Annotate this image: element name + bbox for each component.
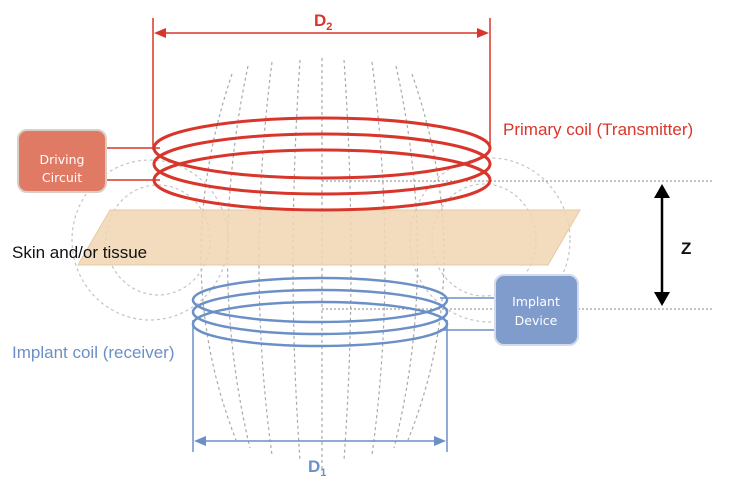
primary-coil-turn	[152, 148, 492, 212]
dimension-d1-label: D1	[308, 457, 326, 479]
field-line	[200, 73, 237, 441]
primary-coil-turn	[152, 132, 492, 196]
field-line	[343, 59, 352, 461]
driving-circuit-box	[17, 129, 107, 193]
field-line	[407, 73, 445, 441]
driving-circuit-line1: Driving	[40, 152, 85, 167]
primary-coil	[152, 116, 492, 212]
tissue-layer	[77, 209, 581, 266]
primary-coil-turn	[152, 116, 492, 180]
implant-coil-label: Implant coil (receiver)	[12, 343, 175, 362]
implant-device-line1: Implant	[512, 294, 560, 309]
implant-leads	[440, 297, 497, 331]
implant-device-box	[494, 274, 579, 346]
implant-coil-turn	[191, 300, 449, 348]
distance-arrow	[654, 184, 670, 306]
driving-circuit-line2: Circuit	[42, 170, 82, 185]
driving-leads	[104, 147, 160, 181]
implant-coil-turn	[191, 276, 449, 324]
implant-coil	[191, 276, 449, 348]
dimension-d2-label: D2	[314, 11, 332, 33]
dimension-d2	[152, 18, 491, 150]
skin-label: Skin and/or tissue	[12, 243, 147, 262]
distance-label: Z	[681, 239, 691, 258]
implant-device-line2: Device	[515, 313, 558, 328]
dimension-d1	[192, 320, 448, 452]
field-line	[292, 59, 301, 461]
primary-coil-label: Primary coil (Transmitter)	[503, 120, 693, 139]
implant-coil-turn	[191, 288, 449, 336]
